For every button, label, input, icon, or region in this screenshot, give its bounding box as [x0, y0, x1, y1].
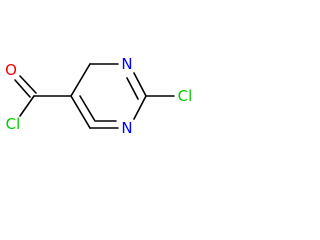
- bond-ring-c5-c6-inner: [79, 95, 96, 122]
- structure-diagram: O Cl N N Cl: [5, 55, 193, 137]
- oxygen-label: O: [5, 61, 17, 79]
- ring-chlorine-label: Cl: [178, 87, 193, 105]
- bond-ring-c5-c6: [70, 95, 91, 129]
- nitrogen-top-label: N: [121, 55, 132, 73]
- bond-ring-c5-c4: [70, 63, 91, 97]
- acyl-chlorine-label: Cl: [6, 115, 21, 133]
- bond-carbonyl-double-b: [19, 75, 37, 94]
- bond-ring-n3-c2: [133, 72, 147, 97]
- bond-ring-n1-c2: [133, 95, 147, 120]
- bond-carbonyl-ccl: [19, 95, 35, 117]
- nitrogen-bottom-label: N: [121, 119, 132, 137]
- bond-carbonyl-double-a: [14, 79, 31, 98]
- bond-ring-n3-c2-inner: [126, 77, 139, 100]
